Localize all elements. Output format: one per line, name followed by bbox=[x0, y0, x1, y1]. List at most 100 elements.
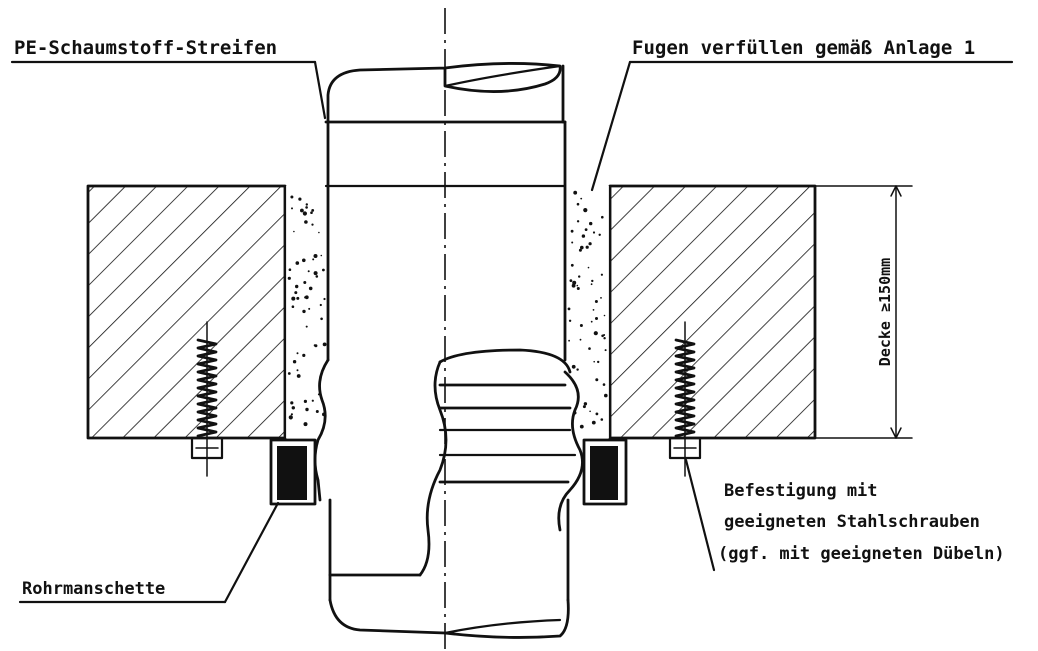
foam-strip-label: PE-Schaumstoff-Streifen bbox=[14, 37, 277, 59]
mortar-speckle bbox=[571, 364, 576, 369]
mortar-speckle bbox=[300, 208, 304, 213]
pipe-collar-left bbox=[269, 438, 317, 506]
mortar-speckle bbox=[589, 410, 591, 413]
mortar-speckle bbox=[600, 297, 602, 299]
mortar-speckle bbox=[313, 254, 318, 258]
mortar-speckle bbox=[576, 202, 580, 206]
pipe-collar-label: Rohrmanschette bbox=[22, 579, 165, 599]
mortar-speckle bbox=[291, 305, 295, 309]
mortar-speckle bbox=[570, 263, 574, 267]
leader-pipe-collar bbox=[18, 501, 280, 604]
mortar-speckle bbox=[320, 254, 323, 257]
mortar-speckle bbox=[573, 190, 578, 195]
mortar-speckle bbox=[598, 233, 601, 236]
mortar-speckle bbox=[304, 296, 307, 299]
mortar-speckle bbox=[590, 320, 593, 323]
mortar-speckle bbox=[290, 401, 294, 405]
mortar-speckle bbox=[576, 220, 580, 223]
fastening-label-line1: Befestigung mit bbox=[724, 481, 878, 501]
mortar-speckle bbox=[290, 413, 293, 416]
mortar-speckle bbox=[310, 211, 313, 214]
mortar-speckle bbox=[315, 410, 319, 413]
mortar-speckle bbox=[592, 231, 596, 234]
mortar-speckle bbox=[588, 242, 592, 246]
mortar-speckle bbox=[583, 402, 588, 406]
mortar-speckle bbox=[315, 275, 319, 278]
mortar-speckle bbox=[319, 303, 322, 307]
mortar-speckle bbox=[313, 344, 316, 347]
mortar-speckle bbox=[600, 273, 604, 276]
fastening-label-line2: geeigneten Stahlschrauben bbox=[724, 512, 980, 532]
mortar-speckle bbox=[294, 291, 298, 295]
mortar-speckle bbox=[303, 399, 307, 403]
mortar-speckle bbox=[597, 360, 600, 364]
mortar-speckle bbox=[576, 368, 579, 371]
mortar-speckle bbox=[296, 374, 301, 378]
mortar-speckle bbox=[311, 223, 314, 226]
pipe-lower bbox=[328, 348, 584, 639]
mortar-speckle bbox=[604, 349, 607, 352]
mortar-speckle bbox=[571, 283, 576, 288]
mortar-speckle bbox=[292, 360, 297, 364]
mortar-speckle bbox=[302, 353, 306, 357]
mortar-speckle bbox=[308, 286, 313, 291]
mortar-speckle bbox=[313, 271, 318, 276]
mortar-speckle bbox=[589, 221, 593, 226]
mortar-speckle bbox=[311, 209, 315, 212]
slab-right bbox=[608, 184, 817, 440]
mortar-speckle bbox=[581, 234, 586, 238]
slab-thickness-label: Decke ≥150mm bbox=[876, 258, 894, 366]
fastening-label-line3: (ggf. mit geeigneten Dübeln) bbox=[718, 544, 1005, 564]
mortar-speckle bbox=[307, 270, 310, 273]
mortar-speckle bbox=[595, 412, 599, 416]
mortar-speckle bbox=[323, 297, 326, 301]
mortar-speckle bbox=[603, 314, 606, 317]
mortar-speckle bbox=[305, 325, 308, 328]
mortar-speckle bbox=[302, 211, 307, 216]
anchor-screw-right bbox=[668, 321, 702, 477]
mortar-speckle bbox=[579, 424, 584, 429]
mortar-speckle bbox=[287, 372, 291, 375]
mortar-speckle bbox=[308, 307, 311, 310]
mortar-speckle bbox=[576, 284, 579, 287]
mortar-speckle bbox=[302, 258, 306, 263]
mortar-speckle bbox=[571, 241, 574, 244]
joint-fill-right bbox=[565, 184, 612, 440]
mortar-speckle bbox=[295, 284, 299, 289]
mortar-speckle bbox=[584, 228, 588, 232]
mortar-speckle bbox=[585, 245, 589, 249]
mortar-speckle bbox=[578, 275, 581, 278]
mortar-speckle bbox=[305, 206, 308, 209]
anchor-screw-left bbox=[190, 321, 224, 477]
mortar-speckle bbox=[303, 422, 308, 427]
mortar-speckle bbox=[296, 296, 300, 300]
slab-thickness-dimension bbox=[890, 185, 902, 439]
mortar-speckle bbox=[579, 338, 582, 341]
mortar-speckle bbox=[287, 276, 291, 280]
mortar-speckle bbox=[579, 324, 583, 327]
mortar-speckle bbox=[604, 393, 608, 398]
mortar-speckle bbox=[311, 399, 314, 402]
mortar-speckle bbox=[591, 420, 596, 425]
mortar-speckle bbox=[587, 266, 590, 269]
mortar-speckle bbox=[296, 352, 299, 355]
mortar-speckle bbox=[291, 296, 296, 301]
mortar-speckle bbox=[567, 307, 571, 311]
mortar-speckle bbox=[590, 283, 593, 286]
mortar-speckle bbox=[595, 317, 598, 320]
leader-foam-strip bbox=[10, 60, 327, 120]
mortar-speckle bbox=[580, 197, 583, 200]
mortar-speckle bbox=[576, 287, 580, 290]
mortar-speckle bbox=[305, 203, 308, 206]
mortar-speckle bbox=[603, 334, 606, 336]
mortar-speckle bbox=[595, 378, 599, 382]
mortar-speckle bbox=[572, 280, 577, 285]
mortar-speckle bbox=[601, 215, 604, 219]
mortar-speckle bbox=[288, 268, 292, 272]
mortar-speckle bbox=[591, 279, 594, 283]
mortar-speckle bbox=[295, 261, 300, 265]
mortar-speckle bbox=[298, 197, 302, 201]
mortar-speckle bbox=[588, 347, 591, 350]
pipe-upper bbox=[313, 62, 567, 577]
leader-fastening bbox=[684, 458, 716, 572]
